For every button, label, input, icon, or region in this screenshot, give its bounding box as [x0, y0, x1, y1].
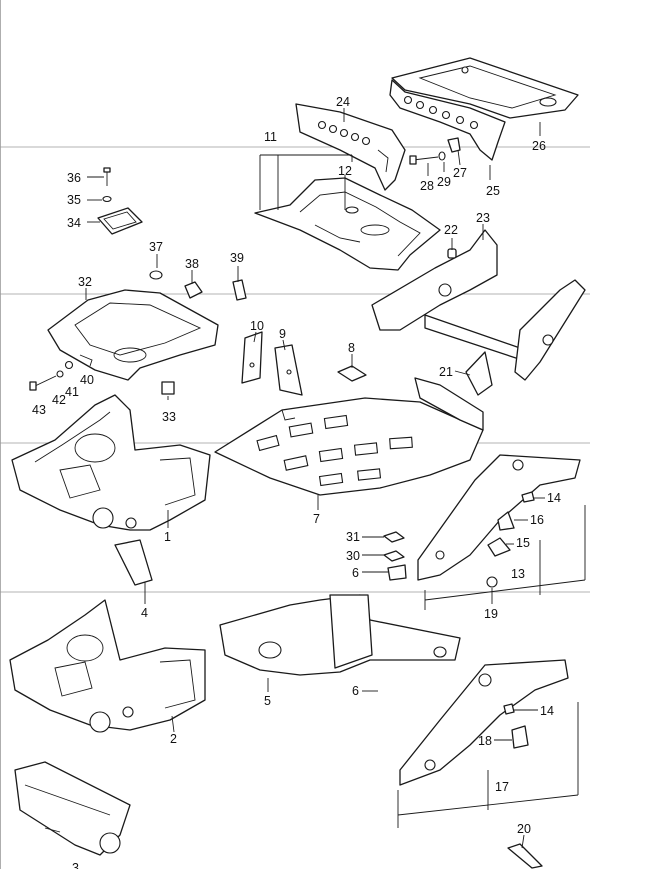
callout-1: 1 [164, 530, 171, 544]
part-17-side-member [399, 659, 569, 786]
callout-14a: 14 [547, 491, 561, 505]
part-18-bumper [503, 703, 529, 749]
part-2-front-body [9, 599, 206, 733]
callout-3: 3 [72, 861, 79, 869]
callout-22: 22 [444, 223, 458, 237]
callout-20: 20 [517, 822, 531, 836]
callout-6b: 6 [352, 684, 359, 698]
part-13-side-member [417, 454, 581, 581]
callout-10: 10 [250, 319, 264, 333]
part-26-rear-panel [391, 57, 579, 119]
callout-12: 12 [338, 164, 352, 178]
part-32-front-panel [47, 289, 219, 381]
callout-36: 36 [67, 171, 81, 185]
callout-labels: 1 2 3 4 5 6 6 7 8 9 10 11 12 13 14 14 15… [32, 95, 561, 869]
callout-33: 33 [162, 410, 176, 424]
callout-6a: 6 [352, 566, 359, 580]
callout-2: 2 [170, 732, 177, 746]
callout-27: 27 [453, 166, 467, 180]
callout-40: 40 [80, 373, 94, 387]
part-3-front-pan [14, 761, 131, 856]
leader-lines [85, 108, 586, 849]
callout-14b: 14 [540, 704, 554, 718]
callout-42: 42 [52, 393, 66, 407]
callout-32: 32 [78, 275, 92, 289]
callout-43: 43 [32, 403, 46, 417]
parts-40-43-fasteners [29, 354, 93, 391]
part-24-upper-panel [295, 103, 406, 191]
callout-21: 21 [439, 365, 453, 379]
callout-31: 31 [346, 530, 360, 544]
callout-37: 37 [149, 240, 163, 254]
callout-11: 11 [264, 130, 277, 144]
callout-5: 5 [264, 694, 271, 708]
callout-34: 34 [67, 216, 81, 230]
callout-17: 17 [495, 780, 509, 794]
parts-34-35-36-cover [97, 167, 143, 235]
part-20-strap [507, 843, 543, 869]
callout-30: 30 [346, 549, 360, 563]
parts-27-28-29-fasteners [409, 137, 461, 165]
parts-14-15-16-19 [387, 491, 535, 588]
callout-19: 19 [484, 607, 498, 621]
part-25-rear-cross-panel [389, 79, 506, 161]
callout-16: 16 [530, 513, 544, 527]
callout-18: 18 [478, 734, 492, 748]
callout-39: 39 [230, 251, 244, 265]
callout-9: 9 [279, 327, 286, 341]
callout-26: 26 [532, 139, 546, 153]
callout-8: 8 [348, 341, 355, 355]
callout-23: 23 [476, 211, 490, 225]
part-4-bracket [114, 539, 153, 586]
callout-7: 7 [313, 512, 320, 526]
callout-15: 15 [516, 536, 530, 550]
callout-25: 25 [486, 184, 500, 198]
callout-38: 38 [185, 257, 199, 271]
callout-41: 41 [65, 385, 79, 399]
part-5-tunnel [219, 594, 461, 676]
part-12-rear-floor [254, 177, 441, 271]
callout-28: 28 [420, 179, 434, 193]
callout-13: 13 [511, 567, 525, 581]
callout-24: 24 [336, 95, 350, 109]
callout-35: 35 [67, 193, 81, 207]
parts-9-10-brackets [241, 331, 303, 396]
callout-4: 4 [141, 606, 148, 620]
part-22-bushing [447, 248, 457, 259]
parts-30-31-plates [383, 531, 405, 562]
part-8-cover [337, 365, 367, 382]
part-7-floor-pan [214, 377, 484, 496]
callout-29: 29 [437, 175, 451, 189]
part-23-crossmember [371, 229, 586, 381]
parts-37-38-39-small [149, 270, 247, 301]
part-21-bracket [465, 351, 493, 396]
part-33-plate [161, 381, 175, 395]
part-1-front-body [11, 394, 211, 531]
